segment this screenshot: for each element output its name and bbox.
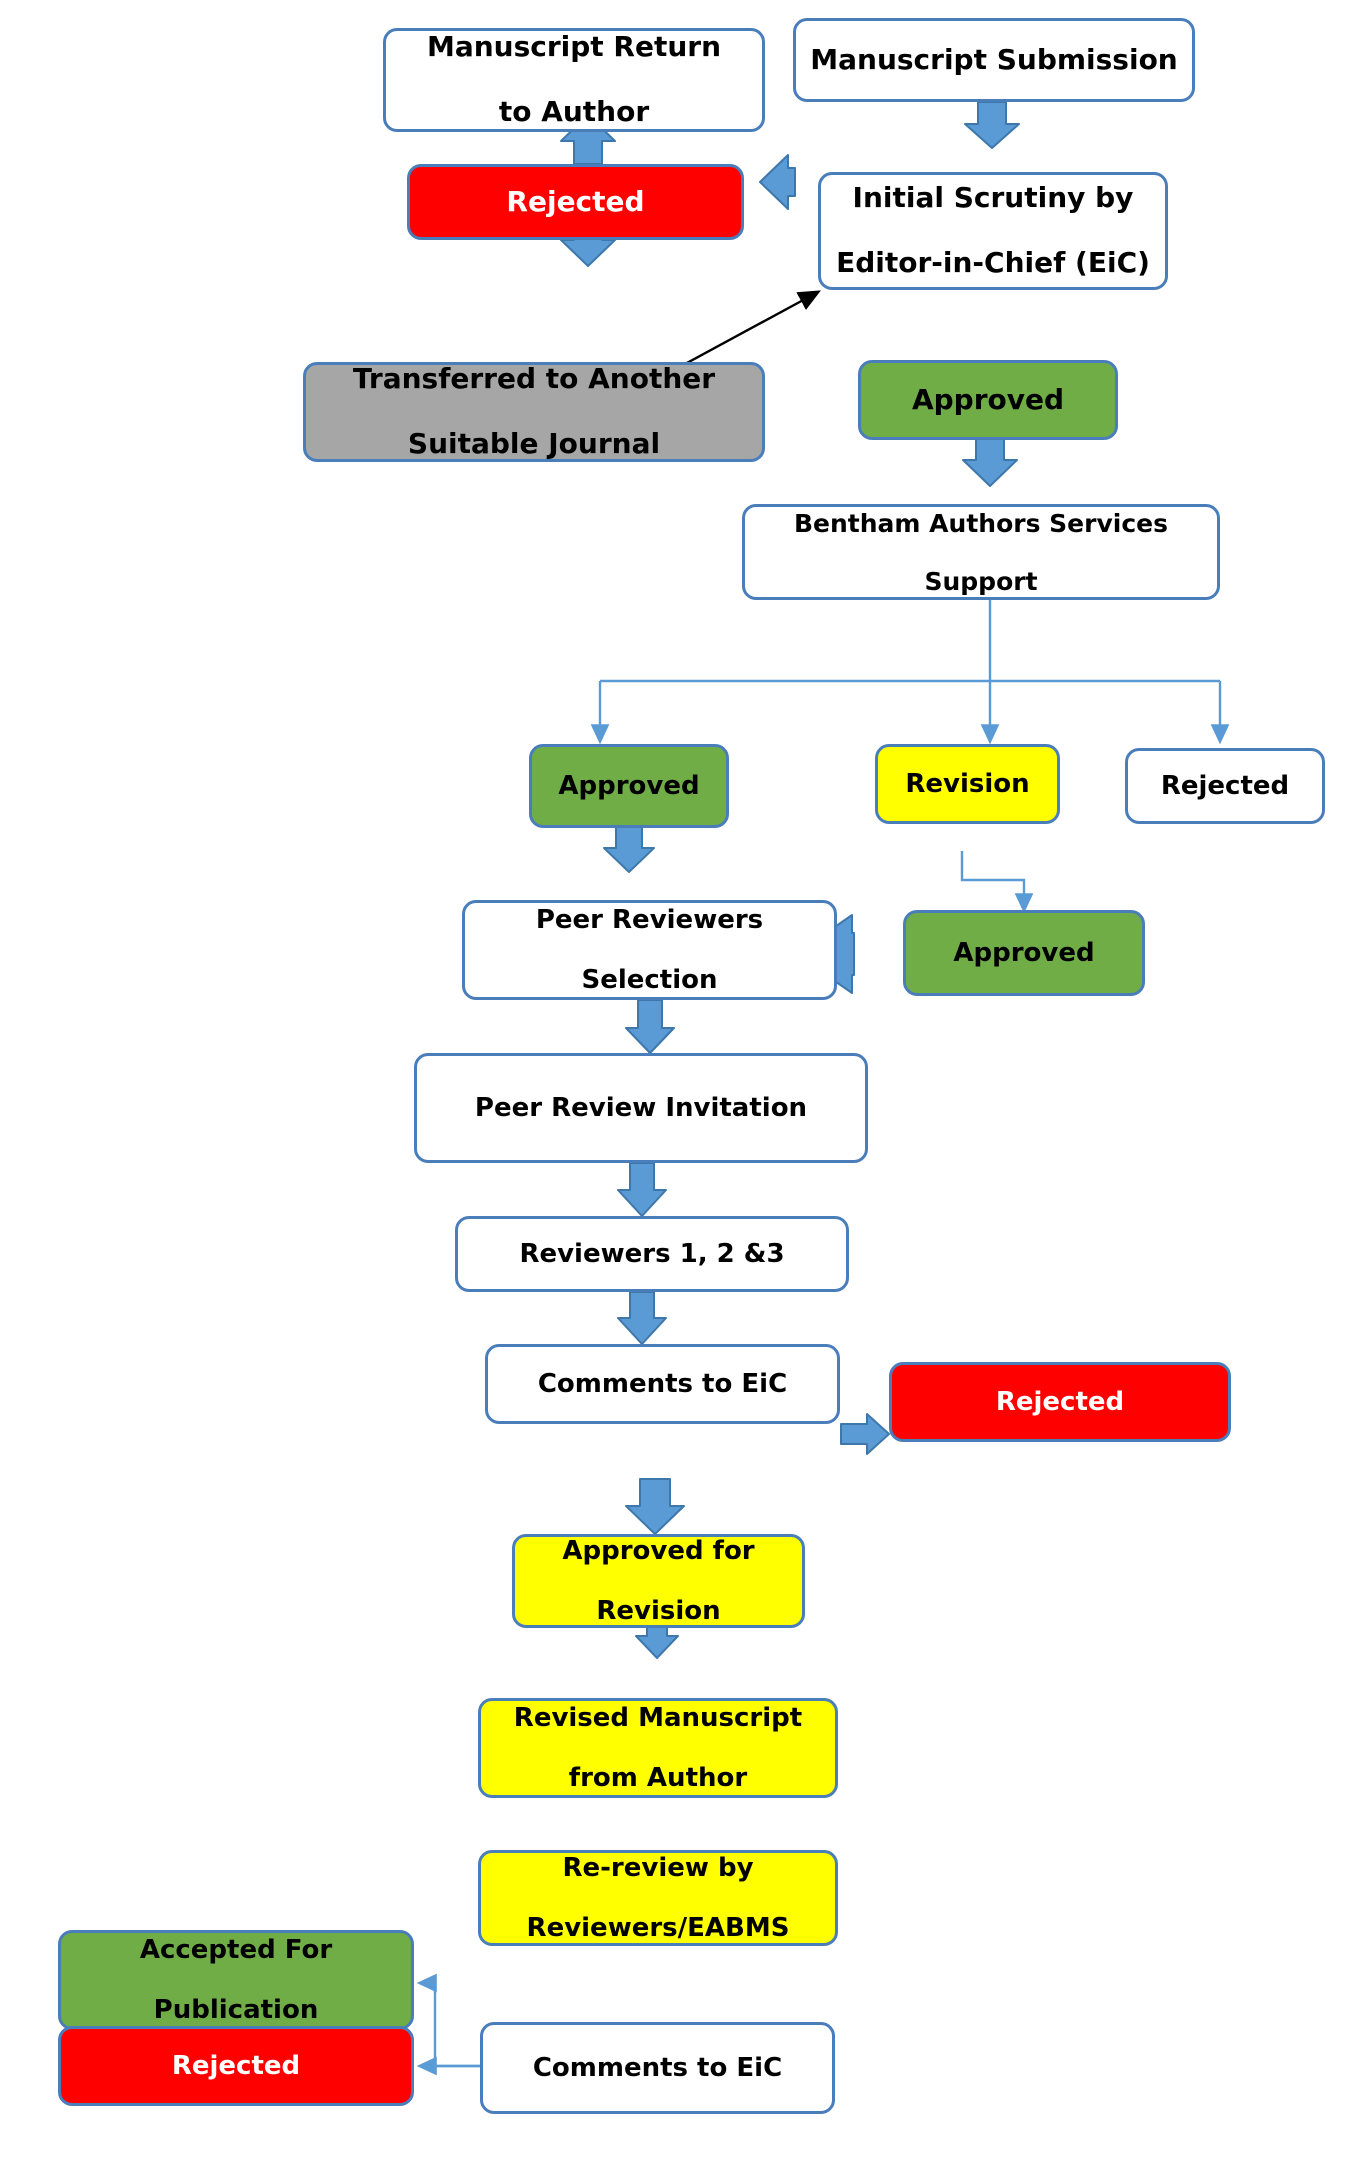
arrow-invitation-to-reviewers	[617, 1162, 667, 1217]
node-manuscript-return-to-author[interactable]: Manuscript Return to Author	[383, 28, 765, 132]
node-manuscript-submission[interactable]: Manuscript Submission	[793, 18, 1195, 102]
node-initial-scrutiny-by-eic[interactable]: Initial Scrutiny by Editor-in-Chief (EiC)	[818, 172, 1168, 290]
arrow-reviewers-to-comments	[617, 1291, 667, 1345]
node-line-1: Rejected	[1160, 770, 1290, 801]
node-line-1: Peer Review Invitation	[474, 1092, 808, 1123]
node-line-1: Rejected	[171, 2050, 301, 2081]
node-rejected-bass[interactable]: Rejected	[1125, 748, 1325, 824]
line-comments2-to-accepted	[416, 1973, 480, 2068]
node-line-1: Comments to EiC	[537, 1368, 788, 1399]
node-line-1: Comments to EiC	[532, 2052, 783, 2083]
node-approved-by-eic[interactable]: Approved	[858, 360, 1118, 440]
node-line-1: Approved	[953, 937, 1095, 968]
node-rejected-after-review[interactable]: Rejected	[889, 1362, 1231, 1442]
node-line-2: Publication	[153, 1995, 319, 2026]
node-line-2: Editor-in-Chief (EiC)	[836, 246, 1150, 280]
node-line-2: Support	[924, 566, 1038, 596]
node-line-2: Selection	[581, 965, 718, 996]
node-approved-bass[interactable]: Approved	[529, 744, 729, 828]
node-line-1: Initial Scrutiny by	[852, 181, 1134, 215]
node-line-1: Accepted For	[139, 1934, 333, 1965]
node-line-2: Reviewers/EABMS	[526, 1913, 790, 1944]
node-rejected-final[interactable]: Rejected	[58, 2026, 414, 2106]
arrow-approved-to-bentham	[962, 435, 1018, 487]
node-line-1: Manuscript Submission	[810, 42, 1178, 76]
node-line-1: Revision	[905, 768, 1030, 799]
node-revision-bass[interactable]: Revision	[875, 744, 1060, 824]
node-line-2: from Author	[568, 1763, 748, 1794]
node-line-1: Approved	[911, 382, 1065, 416]
node-peer-review-invitation[interactable]: Peer Review Invitation	[414, 1053, 868, 1163]
line-revision-to-approved	[960, 851, 1034, 914]
node-re-review-by-reviewers-eabms[interactable]: Re-review by Reviewers/EABMS	[478, 1850, 838, 1946]
arrow-approvedbass-to-selection	[603, 825, 655, 873]
arrow-comments-to-approvedrev	[625, 1478, 685, 1535]
node-line-1: Re-review by	[562, 1852, 754, 1883]
node-line-1: Rejected	[995, 1386, 1125, 1417]
arrow-scrutiny-to-rejected	[759, 154, 796, 210]
node-line-1: Manuscript Return	[426, 30, 722, 64]
arrow-submission-to-scrutiny	[964, 101, 1020, 149]
node-line-2: Suitable Journal	[407, 427, 661, 461]
node-line-1: Transferred to Another	[352, 362, 716, 396]
node-comments-to-eic-second[interactable]: Comments to EiC	[480, 2022, 835, 2114]
node-comments-to-eic-first[interactable]: Comments to EiC	[485, 1344, 840, 1424]
node-approved-after-revision[interactable]: Approved	[903, 910, 1145, 996]
node-line-1: Approved for	[562, 1535, 755, 1566]
node-line-1: Bentham Authors Services	[794, 508, 1168, 538]
node-rejected-initial[interactable]: Rejected	[407, 164, 744, 240]
node-reviewers-1-2-and-3[interactable]: Reviewers 1, 2 &3	[455, 1216, 849, 1292]
node-line-1: Reviewers 1, 2 &3	[519, 1238, 785, 1269]
node-line-1: Peer Reviewers	[535, 904, 764, 935]
node-line-1: Approved	[558, 770, 700, 801]
node-line-2: to Author	[498, 95, 650, 129]
node-line-2: Revision	[596, 1596, 721, 1627]
node-line-1: Rejected	[506, 184, 645, 218]
node-line-1: Revised Manuscript	[513, 1702, 803, 1733]
node-revised-manuscript-from-author[interactable]: Revised Manuscript from Author	[478, 1698, 838, 1798]
arrow-selection-to-invitation	[625, 999, 675, 1054]
arrow-comments-to-rejected	[840, 1413, 890, 1455]
